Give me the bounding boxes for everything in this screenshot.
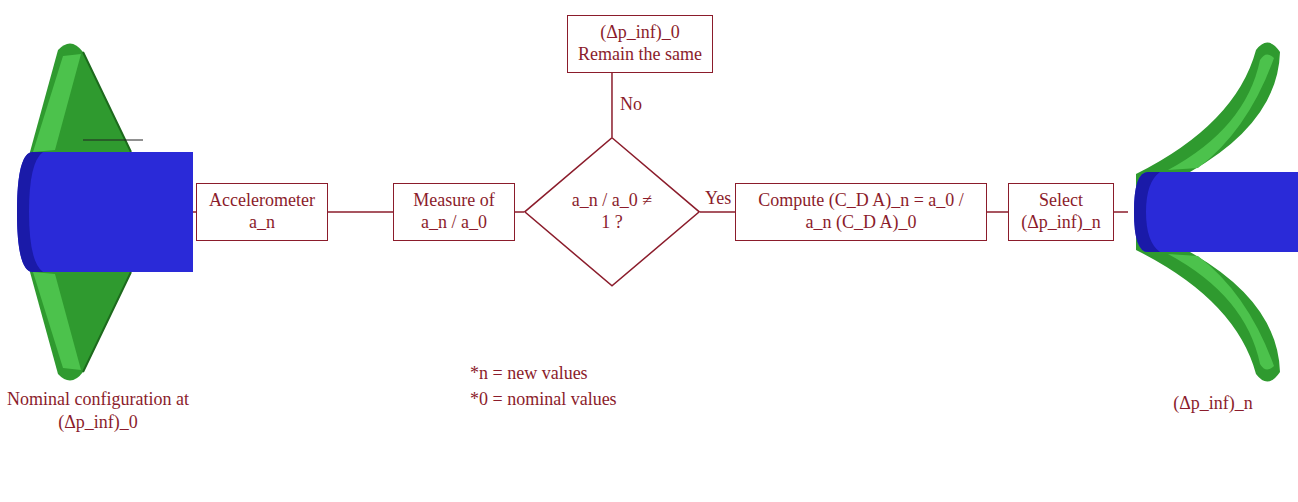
process-box: Select (Δp_inf)_n bbox=[1008, 183, 1114, 240]
figure-caption: (Δp_inf)_n bbox=[1128, 392, 1298, 415]
hub-nose bbox=[17, 152, 43, 272]
connector-line bbox=[700, 211, 735, 213]
connector-line bbox=[987, 211, 1008, 213]
node-text: Accelerometer a_n bbox=[207, 190, 317, 233]
connector-line bbox=[611, 73, 613, 138]
node-text: a_n / a_0 ≠ 1 ? bbox=[567, 190, 657, 233]
edge-label: Yes bbox=[703, 188, 733, 210]
connector-line bbox=[1114, 211, 1128, 213]
connector-line bbox=[328, 211, 393, 213]
process-box: (Δp_inf)_0 Remain the same bbox=[567, 15, 713, 72]
shield-highlight bbox=[33, 272, 81, 370]
process-box: Measure of a_n / a_0 bbox=[393, 183, 515, 240]
shield-highlight bbox=[1168, 54, 1274, 170]
note-text: *0 = nominal values bbox=[470, 388, 617, 411]
diamond-shape bbox=[525, 138, 700, 286]
process-box: Accelerometer a_n bbox=[196, 183, 328, 240]
connector-line bbox=[515, 211, 524, 213]
node-text: Select (Δp_inf)_n bbox=[1019, 190, 1103, 233]
new-shield-figure bbox=[1128, 0, 1298, 385]
edge-label: No bbox=[618, 94, 644, 116]
text-holder: a_n / a_0 ≠ 1 ? bbox=[567, 190, 657, 233]
figure-caption: Nominal configuration at (Δp_inf)_0 bbox=[3, 388, 193, 435]
shield-highlight bbox=[33, 54, 81, 152]
node-text: Measure of a_n / a_0 bbox=[404, 190, 504, 233]
hub-body bbox=[1134, 172, 1298, 252]
node-text: (Δp_inf)_0 Remain the same bbox=[578, 22, 702, 65]
nominal-shield-figure bbox=[3, 0, 193, 385]
node-text: Compute (C_D A)_n = a_0 / a_n (C_D A)_0 bbox=[746, 190, 976, 233]
decision-diamond: a_n / a_0 ≠ 1 ? bbox=[524, 137, 700, 287]
text-holder: (Δp_inf)_n bbox=[1128, 0, 1298, 415]
note-text: *n = new values bbox=[470, 362, 588, 385]
shield-highlight bbox=[1168, 254, 1274, 370]
hub-body bbox=[17, 152, 193, 272]
text-holder: Nominal configuration at (Δp_inf)_0 bbox=[3, 0, 193, 435]
illustration-node: Nominal configuration at (Δp_inf)_0 bbox=[3, 0, 193, 435]
reference-line bbox=[83, 140, 143, 141]
illustration-node: (Δp_inf)_n bbox=[1128, 0, 1298, 415]
hub-nose bbox=[1134, 172, 1160, 252]
process-box: Compute (C_D A)_n = a_0 / a_n (C_D A)_0 bbox=[735, 183, 987, 240]
